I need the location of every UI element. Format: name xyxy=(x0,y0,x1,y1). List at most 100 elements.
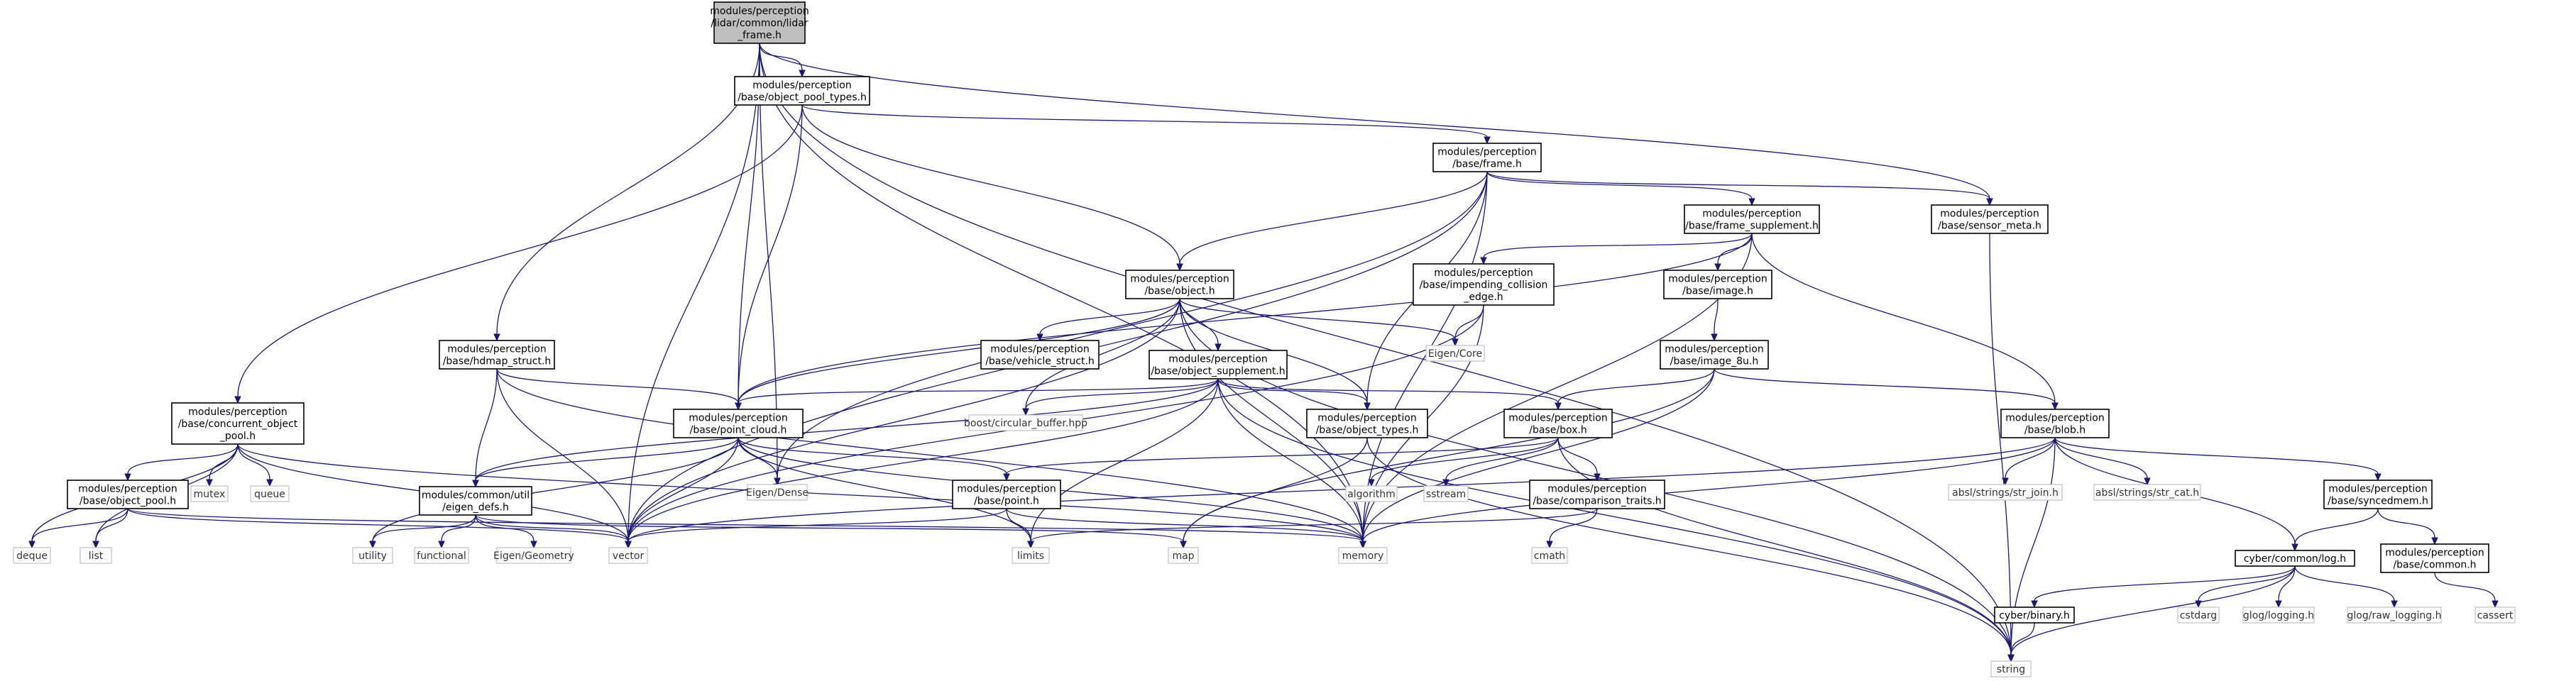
node-label-line: modules/perception xyxy=(1665,344,1763,355)
edge-eigen_defs-to-functional xyxy=(438,514,476,549)
edge-line xyxy=(1217,378,1368,404)
edge-line xyxy=(759,43,1990,199)
node-label-line: cyber/binary.h xyxy=(1999,610,2070,621)
arrowhead xyxy=(1594,473,1601,482)
node-object_types[interactable]: modules/perception/base/object_types.h xyxy=(1306,409,1428,438)
node-label-line: modules/perception xyxy=(990,344,1089,355)
node-label-line: functional xyxy=(417,550,466,562)
arrowhead xyxy=(266,479,273,487)
node-object[interactable]: modules/perception/base/object.h xyxy=(1125,270,1234,299)
node-label-line: /base/object_types.h xyxy=(1316,425,1419,436)
node-image[interactable]: modules/perception/base/image.h xyxy=(1663,270,1772,299)
edge-object-to-point_cloud xyxy=(735,298,1180,411)
edge-line xyxy=(801,104,1488,138)
node-label-line: /lidar/common/lidar xyxy=(711,18,808,29)
edge-line xyxy=(496,368,739,404)
node-concurrent_object_pool[interactable]: modules/perception/base/concurrent_objec… xyxy=(171,402,305,445)
node-label-line: /base/object_pool.h xyxy=(80,496,176,507)
edge-object_supplement-to-point_cloud xyxy=(735,378,1219,411)
edge-line xyxy=(1039,298,1180,335)
node-impending_collision_edge[interactable]: modules/perception/base/impending_collis… xyxy=(1413,263,1555,306)
node-object_pool_types[interactable]: modules/perception/base/object_pool_type… xyxy=(734,76,870,106)
edge-object_supplement-to-object_types xyxy=(1217,378,1371,411)
edge-eigen_defs-to-map xyxy=(475,514,1187,549)
node-cyber_binary[interactable]: cyber/binary.h xyxy=(1994,607,2075,624)
arrowhead xyxy=(1036,333,1043,342)
node-box xyxy=(2093,484,2201,501)
edge-line xyxy=(2278,565,2296,602)
edge-frame-to-sensor_meta xyxy=(1486,171,1993,206)
node-box xyxy=(2242,607,2315,624)
node-object_pool[interactable]: modules/perception/base/object_pool.h xyxy=(67,480,189,509)
edge-line xyxy=(1362,437,2056,542)
node-label-line: modules/perception xyxy=(957,484,1056,495)
node-box xyxy=(1125,270,1234,299)
edge-line xyxy=(1483,233,1753,258)
arrowhead xyxy=(1176,263,1183,272)
edge-line xyxy=(1362,368,1715,542)
node-label-line: _frame.h xyxy=(737,30,782,41)
edge-frame-to-frame_supplement xyxy=(1486,171,1755,206)
edge-comparison_traits-to-cmath xyxy=(1546,508,1598,549)
edge-blob-to-string xyxy=(2007,437,2056,663)
node-eigen_defs[interactable]: modules/common/util/eigen_defs.h xyxy=(419,486,532,516)
node-point_cloud[interactable]: modules/perception/base/point_cloud.h xyxy=(673,409,804,438)
node-blob[interactable]: modules/perception/base/blob.h xyxy=(2000,409,2110,438)
node-label-line: modules/perception xyxy=(1668,274,1767,285)
edge-line xyxy=(1714,368,2056,404)
node-label-line: cstdarg xyxy=(2180,610,2217,621)
node-label-line: absl/strings/str_join.h xyxy=(1952,487,2059,499)
edge-line xyxy=(738,378,1219,404)
node-label-line: /base/frame_supplement.h xyxy=(1685,221,1819,232)
node-label-line: modules/common/util xyxy=(422,490,530,502)
edge-box-to-point xyxy=(1003,437,1559,482)
node-label-line: modules/perception xyxy=(1317,413,1416,424)
edge-line xyxy=(1454,304,1484,340)
node-frame_supplement[interactable]: modules/perception/base/frame_supplement… xyxy=(1684,204,1820,234)
node-comparison_traits[interactable]: modules/perception/base/comparison_trait… xyxy=(1529,480,1665,509)
node-sensor_meta[interactable]: modules/perception/base/sensor_meta.h xyxy=(1931,204,2049,234)
arrowhead xyxy=(206,479,213,487)
arrowhead xyxy=(1546,541,1553,549)
node-label-line: /base/blob.h xyxy=(2024,425,2086,436)
edge-object-to-vehicle_struct xyxy=(1036,298,1180,342)
node-label-line: /base/object_pool_types.h xyxy=(738,92,867,104)
edge-object_supplement-to-box xyxy=(1217,378,1562,411)
node-base_common[interactable]: modules/perception/base/common.h xyxy=(2380,543,2489,573)
edge-object_pool_types-to-concurrent_object_pool xyxy=(234,104,803,404)
node-point[interactable]: modules/perception/base/point.h xyxy=(952,480,1061,509)
edge-line xyxy=(237,104,803,397)
edge-line xyxy=(2434,572,2496,602)
node-hdmap_struct[interactable]: modules/perception/base/hdmap_struct.h xyxy=(439,340,555,370)
node-box[interactable]: modules/perception/base/box.h xyxy=(1503,409,1613,438)
edge-eigen_defs-to-utility xyxy=(369,514,476,549)
node-syncedmem[interactable]: modules/perception/base/syncedmem.h xyxy=(2323,480,2433,509)
node-box xyxy=(1529,480,1665,509)
node-box xyxy=(968,414,1083,431)
node-cyber_log[interactable]: cyber/common/log.h xyxy=(2235,550,2355,567)
node-root[interactable]: modules/perception/lidar/common/lidar_fr… xyxy=(710,1,809,44)
edge-line xyxy=(2010,565,2296,655)
edge-object-to-object_supplement xyxy=(1179,298,1222,352)
node-frame[interactable]: modules/perception/base/frame.h xyxy=(1432,143,1542,172)
node-mutex: mutex xyxy=(190,485,229,502)
node-label-line: /base/frame.h xyxy=(1452,159,1522,170)
arrowhead xyxy=(1452,338,1459,347)
edge-image_8u-to-box xyxy=(1555,368,1715,411)
edge-line xyxy=(759,43,2012,655)
edge-line xyxy=(496,43,760,335)
edge-line xyxy=(1030,378,1219,542)
edge-line xyxy=(759,43,803,71)
node-vehicle_struct[interactable]: modules/perception/base/vehicle_struct.h xyxy=(980,340,1100,370)
node-label-line: deque xyxy=(16,550,48,562)
node-eigen_dense: Eigen/Dense xyxy=(746,484,809,501)
edge-line xyxy=(1486,171,1753,199)
node-box xyxy=(2323,480,2433,509)
node-label-line: utility xyxy=(358,550,387,562)
node-box xyxy=(1990,660,2032,677)
node-image_8u[interactable]: modules/perception/base/image_8u.h xyxy=(1660,340,1769,370)
node-label-line: modules/perception xyxy=(689,413,787,424)
node-object_supplement[interactable]: modules/perception/base/object_supplemen… xyxy=(1149,350,1288,380)
node-box xyxy=(190,485,229,502)
node-label-line: Eigen/Geometry xyxy=(493,550,574,562)
